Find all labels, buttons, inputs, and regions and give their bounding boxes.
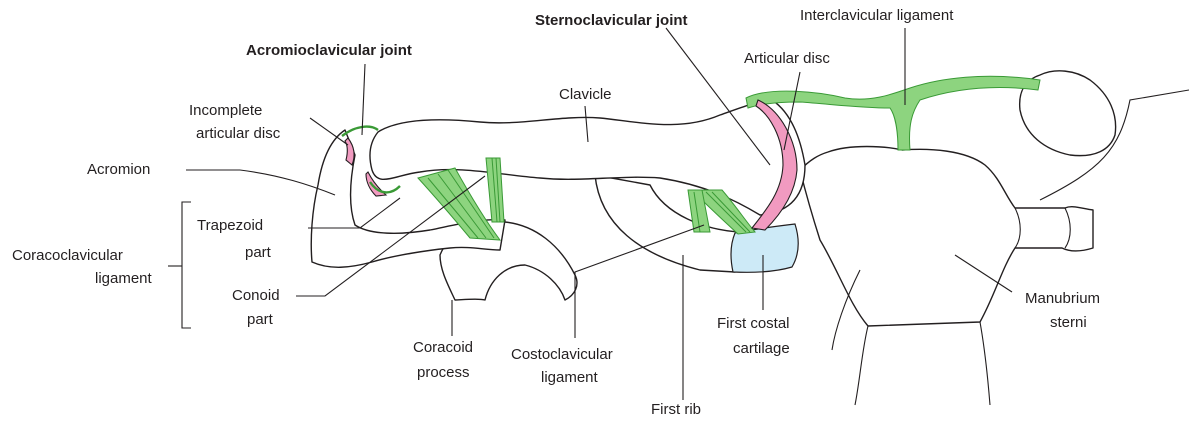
label-trapezoid-1: Trapezoid [197,217,263,234]
label-first-rib: First rib [651,401,701,418]
label-interclavicular-ligament: Interclavicular ligament [800,7,954,24]
coracoclavicular-bracket [168,202,191,328]
label-manubrium-1: Manubrium [1025,290,1100,307]
label-coracoid-1: Coracoid [413,339,473,356]
label-incomplete-disc-1: Incomplete [189,102,262,119]
label-manubrium-2: sterni [1050,314,1087,331]
label-costoclavicular-2: ligament [541,369,599,386]
label-trapezoid-2: part [245,244,272,261]
label-conoid-2: part [247,311,274,328]
label-acromion: Acromion [87,161,150,178]
manubrium-sterni [800,71,1189,326]
label-coracoid-2: process [417,364,470,381]
label-conoid-1: Conoid [232,287,280,304]
label-coracoclavicular-2: ligament [95,270,153,287]
label-first-costal-2: cartilage [733,340,790,357]
label-acromioclavicular-joint: Acromioclavicular joint [246,42,412,59]
label-first-costal-1: First costal [717,315,790,332]
label-costoclavicular-1: Costoclavicular [511,346,613,363]
label-clavicle: Clavicle [559,86,612,103]
label-articular-disc: Articular disc [744,50,830,67]
label-incomplete-disc-2: articular disc [196,125,281,142]
label-sternoclavicular-joint: Sternoclavicular joint [535,12,688,29]
label-coracoclavicular-1: Coracoclavicular [12,247,123,264]
